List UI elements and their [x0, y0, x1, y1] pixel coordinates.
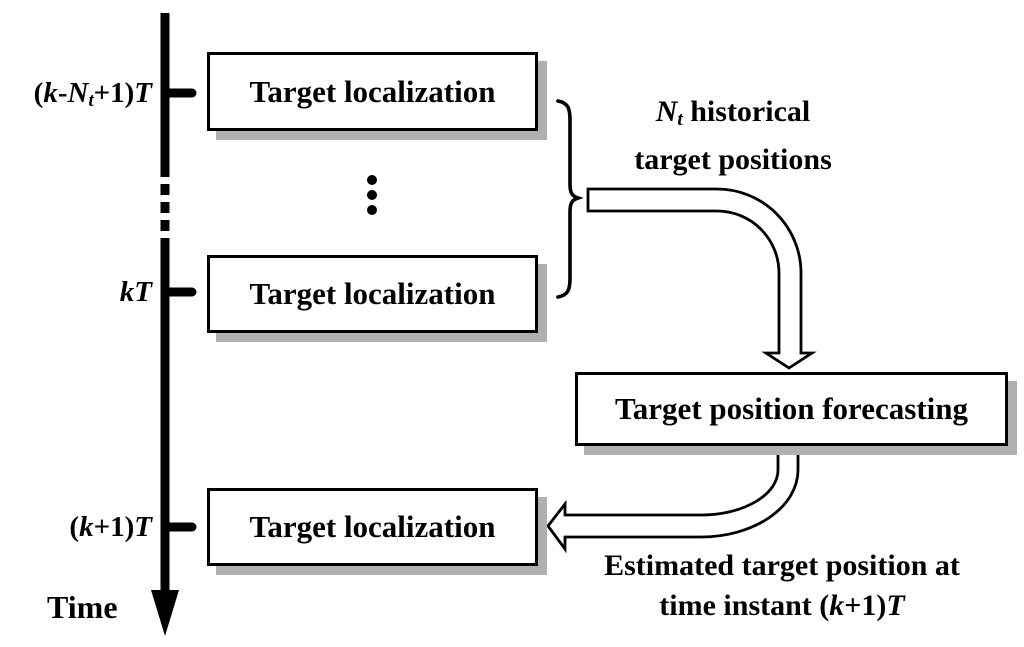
curly-brace-icon: [556, 99, 584, 299]
tick-label-k-plus-1-T: (k+1)T: [69, 511, 152, 543]
timeline-arrow-icon: [151, 13, 179, 636]
box-target-position-forecasting: Target position forecasting: [575, 372, 1008, 446]
note-estimated-position-line2: time instant (k+1)T: [659, 589, 905, 622]
box-target-localization-3: Target localization: [207, 488, 538, 566]
elbow-arrow-left-body: [548, 452, 798, 549]
box-target-localization-2: Target localization: [207, 255, 538, 333]
time-axis-label: Time: [47, 589, 118, 625]
elbow-arrow-down-icon: [586, 187, 817, 370]
box-target-localization-2-label: Target localization: [249, 276, 496, 311]
note-estimated-position: Estimated target position at time instan…: [552, 546, 1012, 626]
tick-label-k-minus-nt-plus-1-T: (k-Nt+1)T: [33, 77, 152, 112]
box-target-localization-3-label: Target localization: [249, 509, 496, 544]
elbow-arrow-left-icon: [546, 452, 800, 554]
note-historical-positions-line1: Nt historical: [655, 95, 811, 131]
timeline-arrowhead-icon: [151, 590, 179, 636]
timeline-ticks: [161, 88, 197, 532]
box-target-localization-1-label: Target localization: [249, 73, 496, 109]
note-estimated-position-line1: Estimated target position at: [604, 549, 960, 582]
box-target-localization-1: Target localization: [207, 52, 538, 131]
note-historical-positions: Nt historical target positions: [568, 92, 898, 180]
vertical-ellipsis-icon: [367, 175, 377, 215]
box-target-position-forecasting-label: Target position forecasting: [614, 391, 969, 426]
tick-label-kT: kT: [119, 276, 152, 308]
note-historical-positions-line2: target positions: [634, 143, 832, 177]
